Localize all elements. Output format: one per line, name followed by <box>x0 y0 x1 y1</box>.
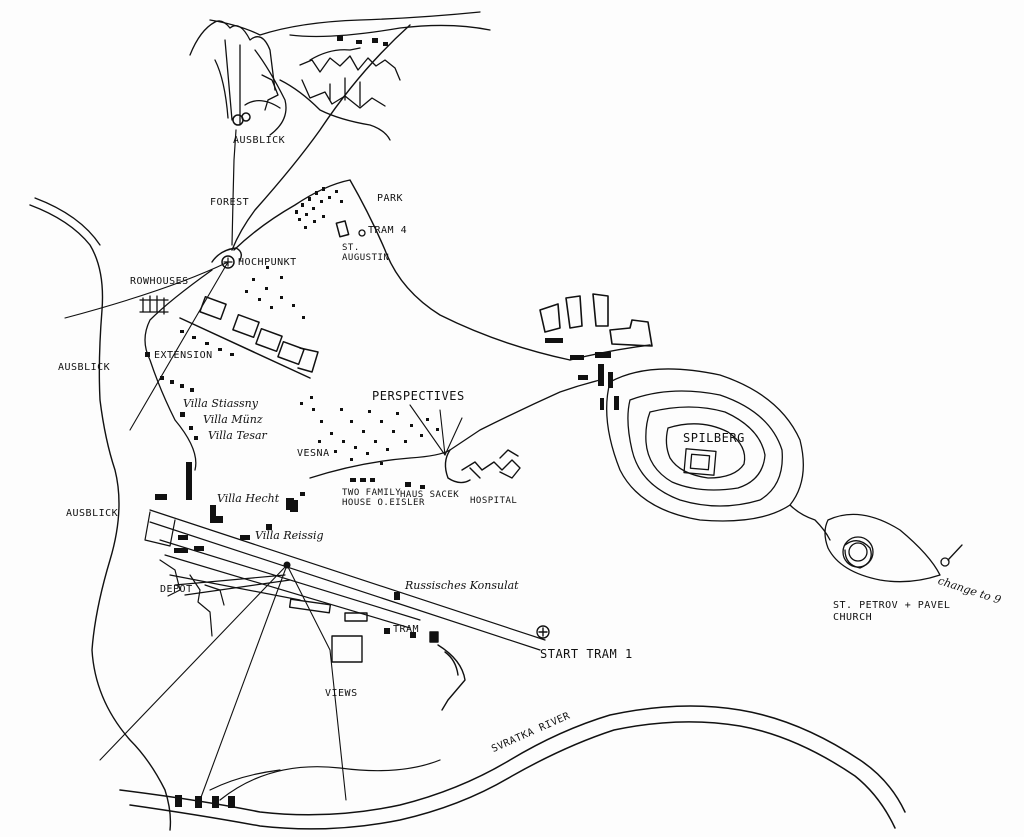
hochpunkt-marker <box>211 247 243 269</box>
label-st-petrov-pavel: ST. PETROV + PAVEL CHURCH <box>833 600 951 623</box>
label-tram: TRAM <box>393 624 420 635</box>
road-to-spilberg <box>569 344 651 361</box>
path-forest <box>231 129 237 246</box>
villa-markers <box>180 412 198 440</box>
label-ausblick-lower: AUSBLICK <box>66 508 119 519</box>
two-family-house-blocks <box>350 478 425 489</box>
label-tram-4: TRAM 4 <box>368 225 408 236</box>
label-villa-stiassny: Villa Stiassny <box>183 397 258 410</box>
label-spilberg: SPILBERG <box>683 431 745 445</box>
label-villa-munz: Villa Münz <box>203 413 263 426</box>
consulate-area-shapes <box>288 598 466 711</box>
label-ausblick-top: AUSBLICK <box>233 135 286 146</box>
skyline-blocks <box>337 36 388 46</box>
label-perspectives: PERSPECTIVES <box>372 389 465 403</box>
ausblick-top-marker <box>232 112 251 126</box>
vesna-road <box>309 379 601 479</box>
junction-buildings <box>539 293 653 347</box>
label-park: PARK <box>377 193 404 204</box>
perspectives-dotted-grid <box>300 396 439 465</box>
villa-blocks <box>179 295 319 379</box>
bottom-blocks <box>175 795 235 808</box>
label-st-augustin: ST. AUGUSTIN <box>342 243 390 264</box>
bottom-hills <box>209 759 441 801</box>
hillside-road <box>144 269 213 471</box>
label-views: VIEWS <box>325 688 358 699</box>
path-ausblick-hochpunkt <box>231 24 411 251</box>
park-ridge-line <box>233 179 571 361</box>
petrov-tram-end <box>940 544 963 567</box>
label-forest: FOREST <box>210 197 250 208</box>
spilberg-to-petrov <box>789 504 831 541</box>
label-vesna: VESNA <box>297 448 330 459</box>
perspectives-rays <box>409 404 463 456</box>
rowhouses-blocks <box>139 295 169 315</box>
junction-blocks <box>545 338 619 410</box>
svratka-river <box>119 705 906 830</box>
label-villa-hecht: Villa Hecht <box>217 492 280 505</box>
label-ausblick-left: AUSBLICK <box>58 362 111 373</box>
tram-1-start <box>536 625 550 639</box>
skyline-sketch <box>189 11 491 141</box>
label-hochpunkt: HOCHPUNKT <box>238 257 297 268</box>
left-road-second <box>34 197 101 246</box>
label-villa-tesar: Villa Tesar <box>208 429 267 442</box>
park-trees <box>295 187 343 229</box>
depot-tracks <box>144 509 546 651</box>
sightline-down <box>129 261 229 431</box>
sightline-left <box>64 261 229 319</box>
petrov-contours <box>824 513 941 583</box>
tram-4-stop <box>358 229 366 237</box>
st-augustin-church <box>335 220 350 238</box>
label-depot: DEPOT <box>160 584 193 595</box>
hospital-complex <box>444 449 521 484</box>
extension-dots <box>145 266 305 392</box>
views-sightlines <box>99 561 347 801</box>
label-russisches-konsulat: Russisches Konsulat <box>405 579 519 592</box>
label-start-tram-1: START TRAM 1 <box>540 647 633 661</box>
depot-blocks <box>155 462 416 638</box>
label-villa-reissig: Villa Reissig <box>255 529 324 542</box>
label-rowhouses: ROWHOUSES <box>130 276 189 287</box>
left-road-long <box>29 204 172 831</box>
label-two-family-house: TWO FAMILY HOUSE O.EISLER <box>342 488 425 509</box>
label-hospital: HOSPITAL <box>470 496 518 506</box>
label-haus-sacek: HAUS SACEK <box>400 490 460 500</box>
label-extension: EXTENSION <box>154 350 213 361</box>
